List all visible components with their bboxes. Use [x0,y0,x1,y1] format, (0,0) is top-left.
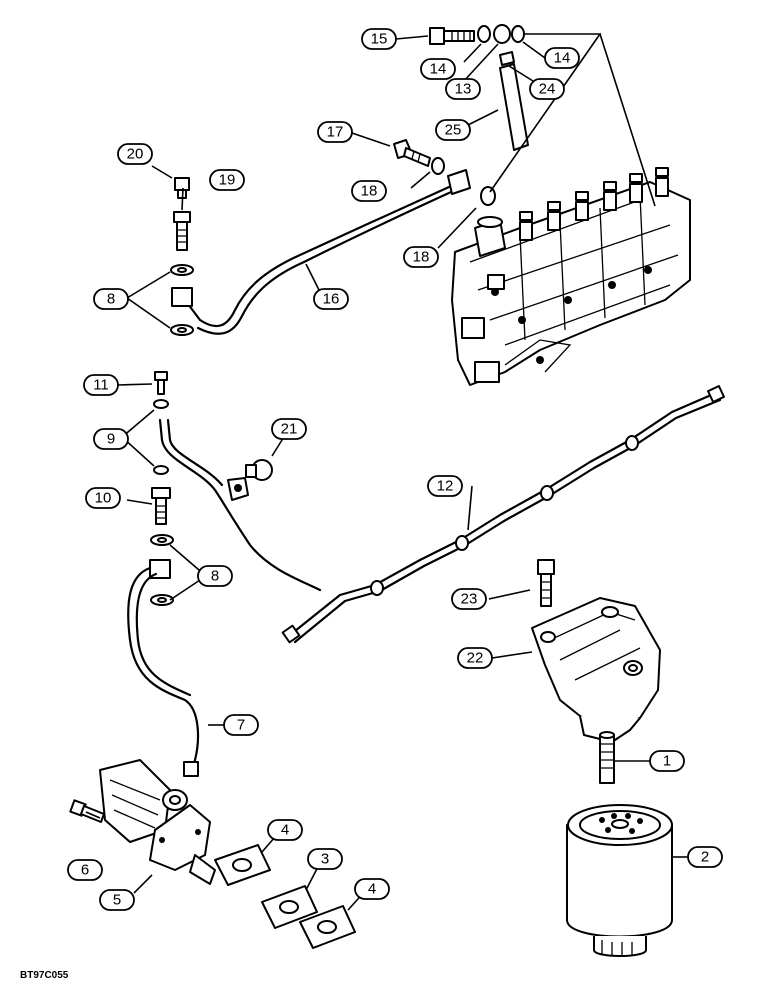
callout-4-upper: 4 [267,819,303,841]
svg-text:21: 21 [281,421,298,438]
callout-labels: 15 14 14 13 24 25 17 20 19 18 18 8 16 11… [67,28,723,911]
svg-text:3: 3 [321,851,329,868]
callout-13: 13 [445,78,481,100]
svg-text:14: 14 [430,61,447,78]
svg-text:8: 8 [211,568,219,585]
callout-17: 17 [317,121,353,143]
fuel-injection-pump [451,167,691,386]
banjo-screw-10 [151,487,171,525]
callout-1: 1 [649,750,685,772]
lift-pump-5 [99,759,216,885]
callout-15: 15 [361,28,397,50]
callout-14-right: 14 [544,47,580,69]
leader-lines [85,33,688,911]
fitting-24 [499,51,515,66]
svg-text:19: 19 [219,172,236,189]
bolt-6 [69,799,105,823]
svg-text:5: 5 [113,892,121,909]
svg-text:12: 12 [437,478,454,495]
washers-9 [153,399,169,475]
svg-text:6: 6 [81,862,89,879]
svg-text:14: 14 [554,50,571,67]
washers-8-upper [170,264,194,336]
banjo-bolt-15 [429,27,475,45]
banjo-screw-19 [173,211,191,251]
washer-18-upper [431,157,445,175]
gasket-4-upper [214,844,271,886]
fuel-pipe-7 [127,566,200,777]
callout-24: 24 [529,78,565,100]
filter-head-22 [531,597,661,743]
callout-8-lower: 8 [197,565,233,587]
callout-4-lower: 4 [354,878,390,900]
callout-22: 22 [457,647,493,669]
delivery-valves [519,167,669,241]
gasket-4-lower [299,905,356,949]
callout-14-left: 14 [420,58,456,80]
gasket-3 [261,885,318,929]
leak-off-pipe-12 [281,385,725,644]
svg-text:17: 17 [327,124,344,141]
callout-6: 6 [67,859,103,881]
hose-25 [499,63,529,151]
callout-18-upper: 18 [351,180,387,202]
fuel-filter-2 [566,804,673,957]
svg-text:1: 1 [663,753,671,770]
banjo-bolt-17 [393,139,431,167]
bleed-plug-21 [245,459,273,481]
svg-text:13: 13 [455,81,472,98]
svg-text:16: 16 [323,291,340,308]
svg-text:18: 18 [361,183,378,200]
callout-21: 21 [271,418,307,440]
sealing-washers-13-14 [477,24,525,44]
svg-text:4: 4 [368,881,376,898]
svg-text:8: 8 [107,291,115,308]
svg-text:2: 2 [701,849,709,866]
return-line [158,418,322,592]
callout-18-lower: 18 [403,246,439,268]
svg-text:18: 18 [413,249,430,266]
callout-19: 19 [209,169,245,191]
svg-text:10: 10 [95,490,112,507]
svg-text:9: 9 [107,431,115,448]
fuel-pipe-16 [183,169,471,335]
callout-11: 11 [83,374,119,396]
svg-text:4: 4 [281,822,289,839]
svg-text:11: 11 [93,377,109,394]
svg-text:7: 7 [237,717,245,734]
bolt-23 [537,559,555,607]
callout-20: 20 [117,143,153,165]
callout-12: 12 [427,475,463,497]
callout-25: 25 [435,119,471,141]
figure-code: BT97C055 [20,970,69,981]
callout-3: 3 [307,848,343,870]
callout-16: 16 [313,288,349,310]
svg-text:20: 20 [127,146,144,163]
svg-text:25: 25 [445,122,462,139]
callout-2: 2 [687,846,723,868]
svg-text:15: 15 [371,31,388,48]
callout-7: 7 [223,714,259,736]
callout-10: 10 [85,487,121,509]
callout-9: 9 [93,428,129,450]
callout-8-upper: 8 [93,288,129,310]
threaded-nipple-1 [599,731,615,784]
washer-18-lower [480,186,496,206]
callout-23: 23 [451,588,487,610]
washers-8-lower [149,534,174,606]
svg-text:22: 22 [467,650,484,667]
svg-text:23: 23 [461,591,478,608]
svg-text:24: 24 [539,81,556,98]
screw-11 [154,371,168,395]
callout-5: 5 [99,889,135,911]
